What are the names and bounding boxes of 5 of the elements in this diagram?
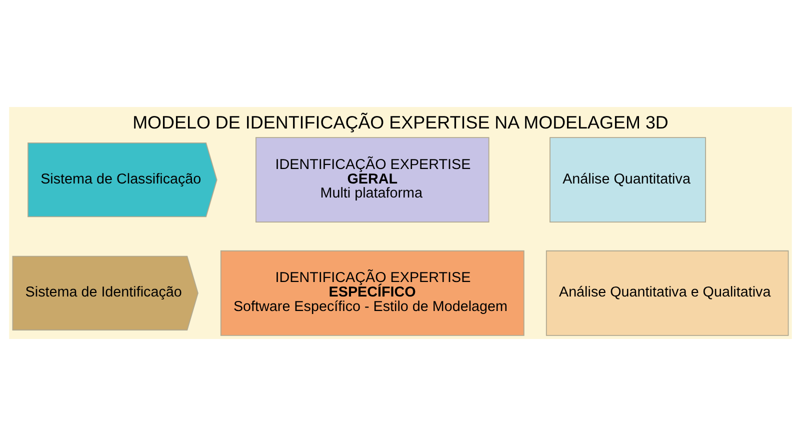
node-box: IDENTIFICAÇÃO EXPERTISE ESPECÍFICO Software Específico - Estilo de Modelagem bbox=[220, 250, 524, 336]
node-box: Análise Quantitativa bbox=[550, 136, 706, 222]
node-box: Análise Quantitativa e Qualitativa bbox=[546, 250, 789, 336]
diagram-title: MODELO DE IDENTIFICAÇÃO EXPERTISE NA MODELAGEM 3D bbox=[132, 112, 668, 132]
node-box: IDENTIFICAÇÃO EXPERTISE GERAL Multi plataforma bbox=[256, 136, 490, 222]
